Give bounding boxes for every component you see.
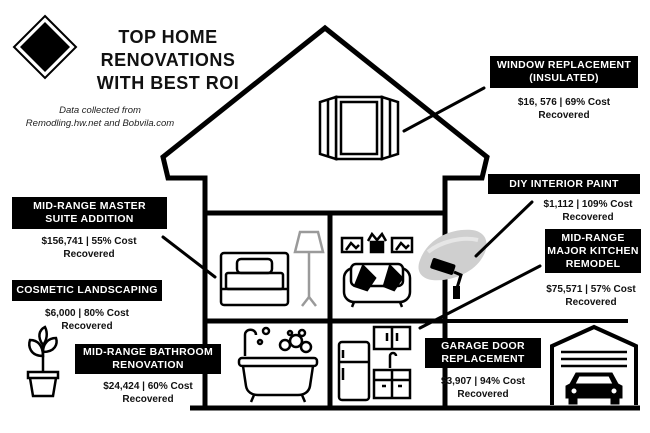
- value-bathroom-renovation: $24,424 | 60% Cost Recovered: [75, 380, 221, 406]
- garage-car-icon: [550, 324, 638, 405]
- label-line: WINDOW REPLACEMENT: [496, 59, 632, 71]
- bed-icon: [219, 251, 290, 307]
- paint-roller-icon: [418, 229, 487, 299]
- label-line: REPLACEMENT: [441, 353, 525, 365]
- title-line: WITH BEST ROI: [96, 73, 240, 93]
- window-icon: [318, 95, 400, 161]
- potted-plant-icon: [26, 325, 60, 398]
- value-cosmetic-landscaping: $6,000 | 80% Cost Recovered: [14, 307, 160, 333]
- connector-lines: [161, 86, 542, 330]
- label-line: MID-RANGE BATHROOM: [82, 346, 214, 358]
- label-window-replacement: WINDOW REPLACEMENT (INSULATED): [490, 56, 638, 88]
- diamond-logo-icon: [12, 14, 78, 80]
- label-line: COSMETIC LANDSCAPING: [16, 284, 158, 296]
- value-line: Recovered: [562, 212, 614, 223]
- label-line: DIY INTERIOR PAINT: [509, 177, 619, 190]
- value-line: $16, 576 | 69% Cost: [517, 97, 611, 108]
- source-line: Remodling.hw.net and Bobvila.com: [25, 118, 175, 129]
- value-line: $75,571 | 57% Cost: [546, 284, 636, 295]
- value-garage-door-replacement: $3,907 | 94% Cost Recovered: [418, 375, 548, 401]
- label-garage-door-replacement: GARAGE DOOR REPLACEMENT: [425, 338, 541, 368]
- label-line: RENOVATION: [112, 359, 184, 371]
- value-major-kitchen-remodel: $75,571 | 57% Cost Recovered: [533, 283, 649, 309]
- bathtub-icon: [237, 326, 319, 403]
- label-line: REMODEL: [565, 257, 621, 270]
- value-line: $6,000 | 80% Cost: [45, 308, 129, 319]
- value-line: Recovered: [122, 394, 174, 405]
- label-diy-interior-paint: DIY INTERIOR PAINT: [488, 174, 640, 194]
- page-title: TOP HOME RENOVATIONS WITH BEST ROI: [88, 26, 248, 95]
- value-line: Recovered: [538, 110, 590, 121]
- data-source-note: Data collected from Remodling.hw.net and…: [10, 104, 190, 130]
- label-line: GARAGE DOOR: [441, 340, 525, 352]
- label-master-suite-addition: MID-RANGE MASTER SUITE ADDITION: [12, 197, 167, 229]
- value-line: Recovered: [61, 321, 113, 332]
- label-line: MID-RANGE: [561, 231, 625, 244]
- value-line: Recovered: [63, 249, 115, 260]
- label-line: MAJOR KITCHEN: [547, 244, 639, 257]
- label-major-kitchen-remodel: MID-RANGE MAJOR KITCHEN REMODEL: [545, 229, 641, 273]
- kitchen-icon: [337, 325, 412, 402]
- value-line: Recovered: [565, 297, 617, 308]
- title-line: TOP HOME: [118, 27, 218, 47]
- value-window-replacement: $16, 576 | 69% Cost Recovered: [490, 96, 638, 122]
- source-line: Data collected from: [59, 105, 141, 116]
- label-line: MID-RANGE MASTER: [33, 200, 146, 212]
- floor-lamp-icon: [293, 230, 325, 307]
- value-master-suite-addition: $156,741 | 55% Cost Recovered: [14, 235, 164, 261]
- value-line: $24,424 | 60% Cost: [103, 381, 193, 392]
- value-line: Recovered: [457, 389, 509, 400]
- label-line: (INSULATED): [529, 72, 599, 84]
- value-line: $156,741 | 55% Cost: [41, 236, 137, 247]
- value-line: $3,907 | 94% Cost: [441, 376, 525, 387]
- house-outline: [160, 24, 640, 411]
- label-line: SUITE ADDITION: [45, 213, 134, 225]
- sofa-icon: [340, 231, 414, 308]
- value-diy-interior-paint: $1,112 | 109% Cost Recovered: [528, 198, 648, 224]
- label-cosmetic-landscaping: COSMETIC LANDSCAPING: [12, 280, 162, 301]
- label-bathroom-renovation: MID-RANGE BATHROOM RENOVATION: [75, 344, 221, 374]
- value-line: $1,112 | 109% Cost: [543, 199, 633, 210]
- title-line: RENOVATIONS: [100, 50, 236, 70]
